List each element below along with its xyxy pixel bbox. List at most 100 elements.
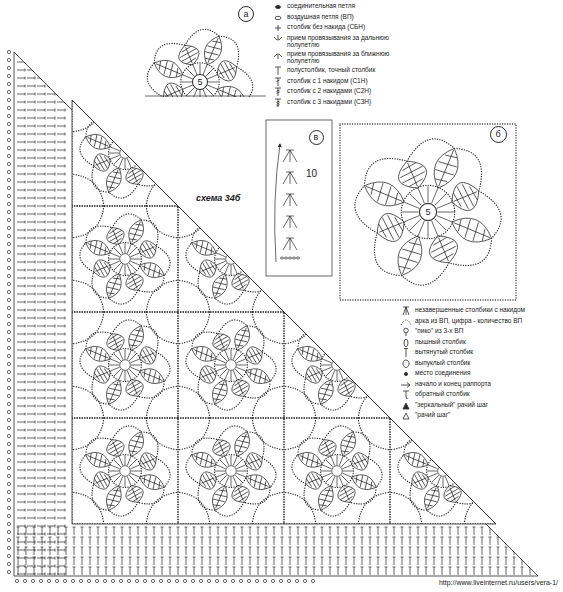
chart-stroke <box>47 422 55 423</box>
chart-stroke <box>125 429 148 459</box>
chart-stroke <box>368 458 382 487</box>
chart-stroke <box>248 475 253 483</box>
chart-stroke <box>55 189 56 192</box>
edging-bead <box>183 579 186 582</box>
chart-stroke <box>45 533 46 536</box>
chart-stroke <box>232 382 247 390</box>
chart-stroke <box>441 482 465 506</box>
chart-stroke <box>137 557 140 558</box>
chart-stroke <box>27 478 35 479</box>
chart-stroke <box>45 245 46 248</box>
chart-stroke <box>210 330 234 354</box>
chart-stroke <box>213 336 228 344</box>
chart-stroke <box>385 527 388 528</box>
chart-stroke <box>37 414 45 415</box>
chart-stroke <box>47 350 55 351</box>
chart-stroke <box>308 474 316 489</box>
chart-stroke <box>220 354 227 361</box>
chart-stroke <box>358 475 364 487</box>
chart-stroke <box>57 422 65 423</box>
chart-stroke <box>457 537 460 538</box>
chart-stroke <box>339 370 343 379</box>
chart-stroke <box>136 450 160 474</box>
chart-stroke <box>119 476 123 485</box>
chart-stroke <box>337 371 338 381</box>
chart-stroke <box>57 406 65 407</box>
chart-stroke <box>17 537 20 538</box>
chart-stroke <box>177 567 180 568</box>
chart-stroke <box>47 230 55 231</box>
chart-stroke <box>445 476 449 485</box>
chart-stroke <box>25 341 26 344</box>
edging-bead <box>239 579 242 582</box>
chart-stroke <box>282 527 283 535</box>
chart-stroke <box>460 475 465 483</box>
chart-stroke <box>186 547 187 555</box>
chart-stroke <box>393 537 396 538</box>
edging-bead <box>103 579 106 582</box>
chart-stroke <box>131 365 141 366</box>
chart-stroke <box>441 527 444 528</box>
chart-stroke <box>17 478 25 479</box>
chart-stroke <box>178 312 284 418</box>
chart-stroke <box>18 557 19 565</box>
edging-bead <box>7 450 10 453</box>
chart-stroke <box>198 484 215 510</box>
chart-stroke <box>90 469 114 493</box>
chart-stroke <box>47 542 55 543</box>
chart-stroke <box>282 567 283 575</box>
chart-stroke <box>258 547 259 555</box>
chart-stroke <box>258 537 259 545</box>
chart-stroke <box>257 371 263 383</box>
chart-stroke <box>248 459 261 464</box>
chart-stroke <box>27 286 35 287</box>
chart-stroke <box>448 473 457 477</box>
chart-stroke <box>27 494 35 495</box>
chart-stroke <box>130 367 139 371</box>
chart-stroke <box>306 537 307 545</box>
chart-stroke <box>47 158 55 159</box>
chart-stroke <box>25 537 28 538</box>
chart-stroke <box>233 476 237 485</box>
chart-stroke <box>45 101 46 104</box>
chart-stroke <box>418 557 419 565</box>
chart-stroke <box>27 198 35 199</box>
chart-stroke <box>337 477 338 487</box>
chart-stroke <box>65 333 66 336</box>
chart-stroke <box>394 537 395 545</box>
chart-stroke <box>473 547 476 548</box>
chart-stroke <box>65 269 66 272</box>
chart-stroke <box>17 118 25 119</box>
chart-stroke <box>35 197 36 200</box>
chart-stroke <box>110 465 119 469</box>
chart-stroke <box>225 476 229 485</box>
chart-stroke <box>342 473 351 477</box>
chart-stroke <box>362 557 363 565</box>
chart-stroke <box>458 547 459 555</box>
chart-stroke <box>319 497 331 503</box>
chart-stroke <box>322 367 331 371</box>
chart-stroke <box>120 466 131 477</box>
chart-stroke <box>238 390 248 395</box>
chart-stroke <box>25 541 26 544</box>
chart-stroke <box>109 440 119 445</box>
edging-bead <box>79 579 82 582</box>
chart-stroke <box>314 567 315 575</box>
chart-stroke <box>450 527 451 535</box>
chart-stroke <box>107 397 115 402</box>
chart-stroke <box>113 336 118 349</box>
chart-stroke <box>282 547 283 555</box>
chart-stroke <box>193 547 196 548</box>
chart-stroke <box>90 363 114 387</box>
chart-stroke <box>410 453 416 465</box>
chart-stroke <box>232 488 247 496</box>
chart-stroke <box>47 358 55 359</box>
chart-stroke <box>55 309 56 312</box>
edging-bead <box>7 458 10 461</box>
chart-stroke <box>37 366 45 367</box>
chart-stroke <box>89 547 92 548</box>
chart-stroke <box>321 446 336 454</box>
chart-stroke <box>27 318 35 319</box>
chart-stroke <box>102 377 125 407</box>
chart-stroke <box>106 547 107 555</box>
